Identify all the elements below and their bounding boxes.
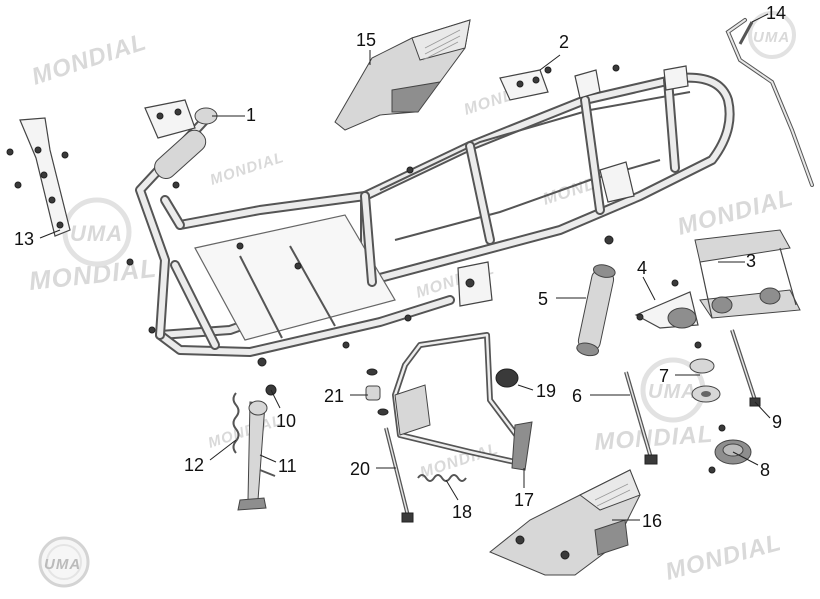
callout-18: 18 — [452, 502, 472, 522]
part-18-spring — [417, 474, 467, 482]
part-6-bolt — [624, 371, 658, 465]
watermark-mondial: MONDIAL — [206, 412, 284, 452]
callout-15: 15 — [356, 30, 376, 50]
callout-9: 9 — [772, 412, 782, 432]
watermark-mondial: MONDIAL — [27, 253, 158, 296]
callout-1: 1 — [246, 105, 256, 125]
watermark-mondial: MONDIAL — [29, 28, 151, 90]
callout-17: 17 — [514, 490, 534, 510]
callout-numbers: 1 2 3 4 5 6 7 8 9 10 11 12 13 14 15 16 1… — [14, 3, 786, 531]
watermark-uma: UMA — [648, 381, 697, 403]
callout-7: 7 — [659, 366, 669, 386]
leader-line-14 — [751, 13, 769, 23]
part-17-center-stand — [392, 332, 533, 471]
callout-11: 11 — [278, 456, 297, 476]
part-11-side-stand — [237, 400, 276, 511]
watermark-uma: UMA — [44, 556, 81, 573]
main-frame — [126, 64, 735, 367]
leader-line-10 — [270, 389, 281, 409]
part-13-bracket — [6, 117, 71, 237]
part-8-damper — [708, 424, 752, 474]
part-9-bolt — [730, 329, 761, 407]
watermark-uma: UMA — [70, 221, 123, 246]
part-2-bracket — [499, 66, 552, 101]
part-15-footrest-plate — [334, 19, 471, 131]
callout-13: 13 — [14, 229, 34, 249]
watermark-uma-logo: UMA — [62, 197, 132, 267]
part-20-pivot-bolt — [384, 427, 414, 523]
watermark-uma: UMA — [753, 29, 790, 46]
callout-21: 21 — [324, 386, 344, 406]
leader-line-2 — [539, 54, 561, 71]
part-4-engine-mount — [634, 291, 699, 329]
watermark-mondial: MONDIAL — [663, 529, 785, 586]
callout-5: 5 — [538, 289, 548, 309]
watermark-uma-logo: UMA — [38, 536, 90, 588]
watermark-mondial: MONDIAL — [208, 149, 286, 189]
part-14-rod — [725, 18, 814, 187]
leader-line-9 — [754, 401, 771, 419]
part-21-collar — [365, 368, 389, 416]
watermark-uma-logo: UMA — [748, 11, 796, 59]
part-16-footrest-bracket — [489, 469, 641, 576]
part-5-sleeve — [576, 235, 616, 357]
part-3-link — [671, 229, 801, 319]
watermark-mondial: MONDIAL — [594, 421, 715, 456]
callout-16: 16 — [642, 511, 662, 531]
callout-19: 19 — [536, 381, 556, 401]
leader-line-18 — [445, 479, 459, 501]
callout-2: 2 — [559, 32, 569, 52]
part-19-stopper — [495, 368, 519, 388]
callout-14: 14 — [766, 3, 786, 23]
leader-line-19 — [517, 384, 534, 391]
callout-10: 10 — [276, 411, 296, 431]
callout-3: 3 — [746, 251, 756, 271]
leader-lines — [39, 13, 771, 521]
callout-12: 12 — [184, 455, 204, 475]
part-7-bushing — [689, 341, 721, 403]
callout-20: 20 — [350, 459, 370, 479]
leader-line-12 — [209, 439, 237, 461]
leader-line-8 — [732, 451, 759, 466]
callout-4: 4 — [637, 258, 647, 278]
part-12-spring — [232, 392, 240, 454]
callout-6: 6 — [572, 386, 582, 406]
leader-line-11 — [259, 454, 277, 463]
leader-line-4 — [642, 276, 656, 301]
leader-line-13 — [39, 229, 61, 239]
callout-8: 8 — [760, 460, 770, 480]
